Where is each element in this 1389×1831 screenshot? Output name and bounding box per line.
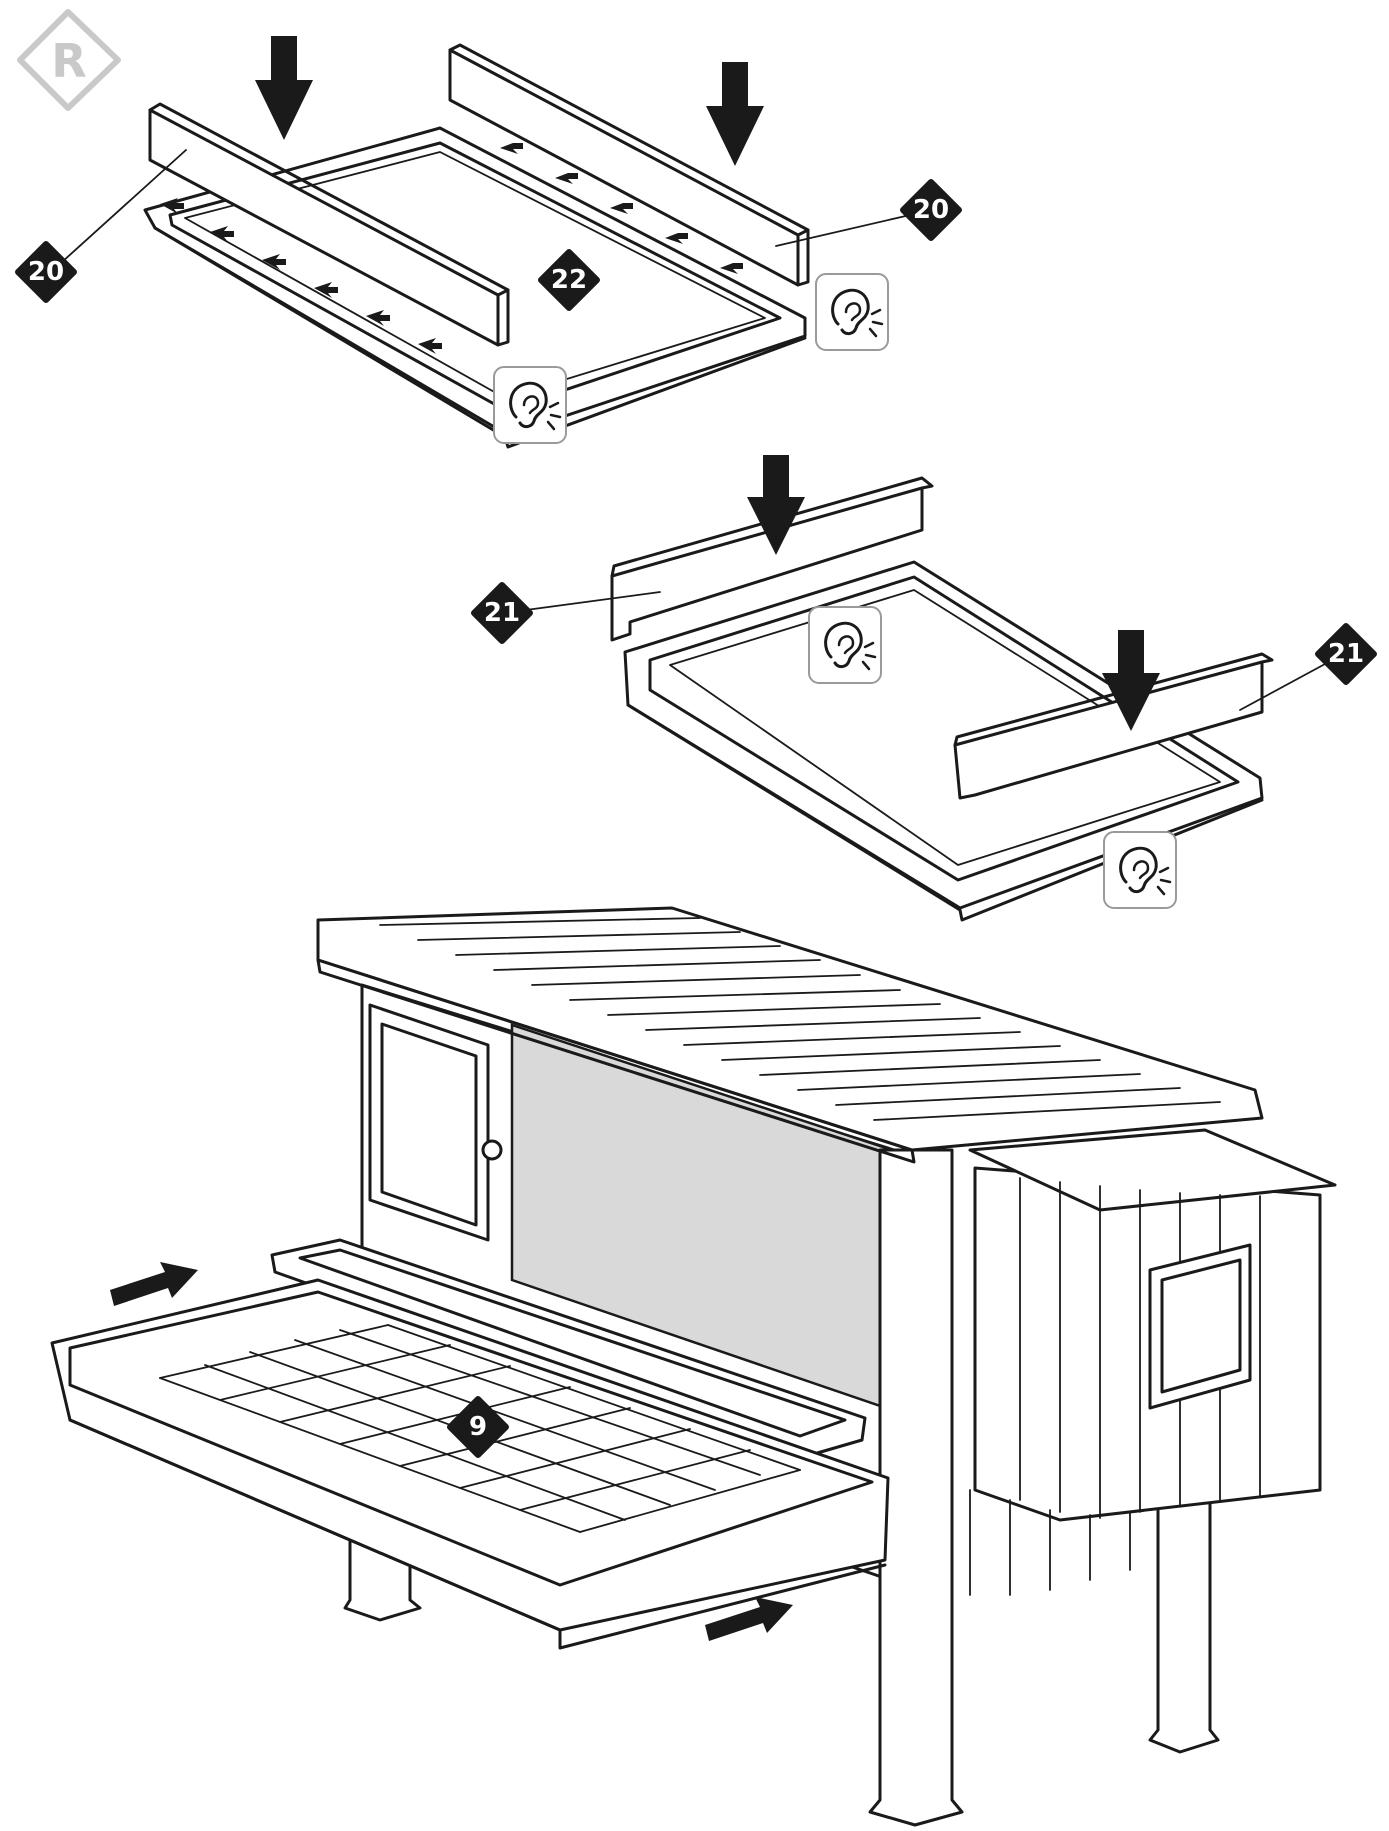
ear-click-icon [493,366,567,444]
callout-22: 22 [538,249,600,311]
svg-text:22: 22 [551,265,587,295]
coop-lower-slats [969,1489,1131,1596]
insertion-arrows-left [160,198,442,354]
svg-text:20: 20 [913,195,949,225]
callout-21-right: 21 [1315,623,1377,685]
feeder-trough [270,1238,867,1460]
nesting-box [973,1166,1322,1522]
coop-front-door [368,1003,490,1242]
ear-click-icon [808,606,882,684]
callout-9: 9 [447,1396,509,1458]
down-arrow-icon [747,455,805,555]
callout-20-right: 20 [900,179,962,241]
leader-line [1239,663,1326,711]
coop-assembly [50,906,1337,1827]
svg-text:21: 21 [484,598,520,628]
svg-text:9: 9 [469,1412,487,1442]
ear-click-icon [815,273,889,351]
drawer-9-inner-rim [68,1290,874,1587]
nesting-box-door [1148,1243,1252,1410]
svg-text:20: 20 [28,257,64,287]
insertion-arrows-right [500,143,743,274]
right-arrow-icon [705,1597,793,1641]
down-arrow-icon [1102,630,1160,731]
tray-22-assembly [61,36,911,449]
tray-22-floor [184,151,766,399]
down-arrow-icon [706,62,764,166]
tray-21-inner-rim [648,575,1240,882]
nesting-box-lid [968,1128,1337,1212]
coop-front-post [868,1148,964,1827]
end-panel-21-right [953,660,1264,800]
tray-21-assembly [525,455,1326,922]
brand-logo-letter: R [51,34,86,88]
callout-20-left: 20 [15,241,77,303]
leader-line [525,591,661,611]
right-arrow-icon [110,1262,198,1306]
leader-line [775,214,911,247]
brand-logo: R [17,9,121,111]
svg-text:21: 21 [1328,639,1364,669]
down-arrow-icon [255,36,313,140]
door-knob [481,1139,503,1161]
tray-22-inner-rim [168,141,782,412]
leader-line [61,149,187,263]
roof-ribs [379,917,1221,1121]
callout-21-left: 21 [471,582,533,644]
ear-click-icon [1103,831,1177,909]
